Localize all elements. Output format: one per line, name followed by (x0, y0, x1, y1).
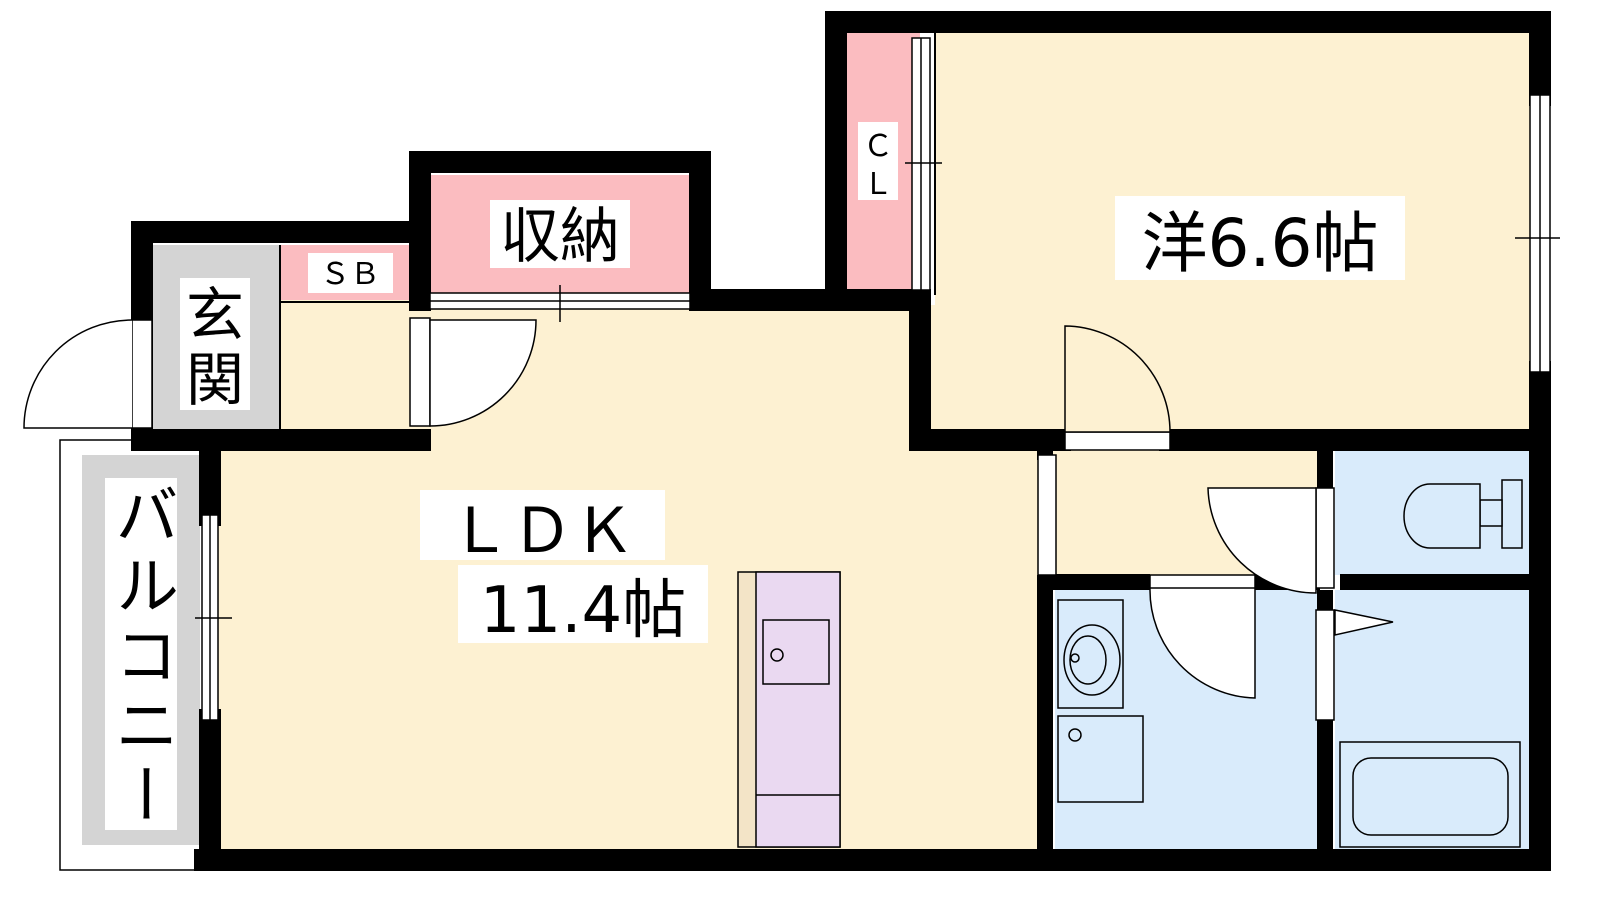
ldk-size-bg (458, 565, 708, 643)
ldk-name-bg (420, 490, 665, 560)
entrance-label-line1: 玄 (186, 281, 244, 349)
entrance-label-line2: 関 (186, 346, 244, 414)
walls (131, 11, 1551, 871)
ldk-name-label: ＬＤＫ (449, 494, 635, 567)
western-room-label-bg (1115, 196, 1405, 280)
shoebox-label-bg (308, 253, 393, 293)
windows (195, 37, 1560, 721)
inner-walls (1037, 450, 1540, 860)
faucet-icon (770, 648, 784, 662)
ldk-size-label: 11.4帖 (480, 574, 687, 648)
western-room-label: 洋6.6帖 (1142, 205, 1379, 282)
storage-label: 収納 (500, 202, 620, 272)
doors (23, 317, 1394, 721)
entrance-label-bg (180, 278, 250, 410)
hall-floor (280, 300, 420, 440)
balcony-label-bg (105, 478, 177, 830)
closet-label-line1: Ｃ (863, 129, 893, 164)
balcony-label: バルコニー (104, 482, 178, 832)
toilet-icon (1403, 479, 1523, 549)
closet-label-bg (858, 122, 898, 200)
wash-basin-icon (1057, 599, 1124, 709)
storage-label-bg (490, 200, 630, 268)
washing-machine-icon (1057, 715, 1144, 803)
closet-label-line2: Ｌ (863, 167, 893, 202)
shoebox-label: ＳＢ (320, 257, 380, 292)
sink-icon (762, 619, 830, 685)
kitchen-unit (755, 571, 841, 848)
bathtub-icon (1339, 741, 1521, 848)
